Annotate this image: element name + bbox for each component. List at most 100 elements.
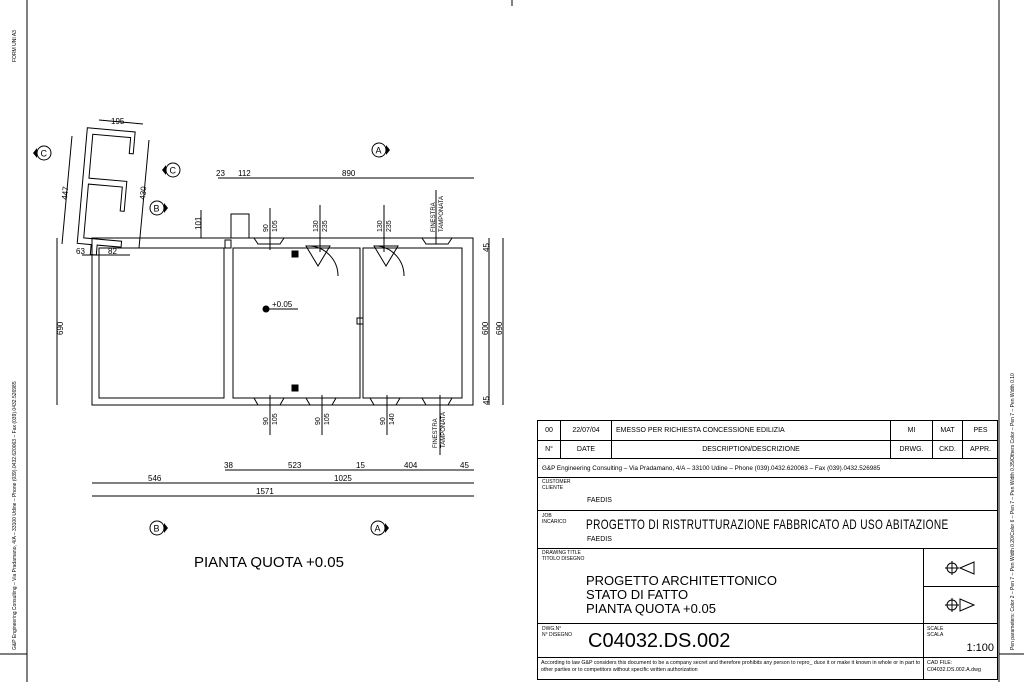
opening-label: 105 [272, 413, 279, 425]
dim-label: 63 [76, 247, 85, 256]
dim-label: 546 [148, 474, 162, 483]
projection-first-angle-icon [924, 549, 999, 587]
dim-label: 38 [224, 461, 233, 470]
dim-label: 404 [404, 461, 418, 470]
opening-label: 90 [380, 417, 387, 425]
opening-labels: 90 105 130 235 130 235 FINESTRA TAMPONAT… [263, 196, 447, 448]
header-ckd: CKD. [933, 441, 963, 458]
drawing-title-line: PROGETTO ARCHITETTONICO [586, 573, 777, 588]
dim-label: 447 [60, 185, 70, 200]
opening-label: TAMPONATA [439, 196, 445, 232]
opening-label: FINESTRA [433, 418, 439, 448]
drawing-title-label: DRAWING TITLE TITOLO DISEGNO [542, 550, 585, 562]
section-markers: A A B B C C [33, 142, 390, 536]
dim-label: 690 [495, 321, 504, 335]
dim-label: 23 [216, 169, 225, 178]
scale-cell: SCALE SCALA 1:100 [923, 624, 999, 657]
svg-text:B: B [154, 524, 160, 534]
svg-text:C: C [41, 149, 48, 159]
dwg-number-row: DWG.N° N° DISEGNO C04032.DS.002 SCALE SC… [538, 624, 997, 658]
plan-title: PIANTA QUOTA +0.05 [194, 554, 344, 571]
cad-file-cell: CAD FILE: C04032.DS.002.A.dwg [923, 658, 998, 679]
job-title: PROGETTO DI RISTRUTTURAZIONE FABBRICATO … [586, 516, 949, 532]
dim-label: 890 [342, 169, 356, 178]
opening-label: FINESTRA [431, 202, 437, 232]
dim-label: 45 [482, 396, 491, 405]
dim-label: 523 [288, 461, 302, 470]
cad-file-label: CAD FILE: [927, 660, 953, 666]
opening-label: 90 [263, 417, 270, 425]
dim-label: 430 [138, 185, 148, 200]
customer-value: FAEDIS [587, 497, 612, 504]
header-drwg: DRWG. [891, 441, 933, 458]
svg-text:A: A [376, 146, 382, 156]
section-marker-a-bottom: A [370, 520, 389, 536]
job-row: JOB INCARICO PROGETTO DI RISTRUTTURAZION… [538, 511, 997, 549]
dim-label: 195 [111, 117, 125, 126]
projection-third-angle-icon [924, 587, 999, 626]
cad-file-name: C04032.DS.002.A.dwg [927, 666, 981, 673]
dim-label: 82 [108, 247, 117, 256]
header-description: DESCRIPTION/DESCRIZIONE [612, 441, 891, 458]
dim-label: 101 [194, 216, 203, 230]
legal-notice: According to law G&P considers this docu… [541, 660, 921, 673]
opening-label: 105 [324, 413, 331, 425]
dim-label: 690 [56, 321, 65, 335]
header-appr: APPR. [969, 446, 991, 453]
customer-row: CUSTOMER CLIENTE FAEDIS [538, 478, 997, 511]
dim-label: 1025 [334, 474, 352, 483]
form-label: FORM UNI A3 [12, 30, 18, 62]
scale-label: SCALE SCALA [927, 626, 944, 638]
revision-description: EMESSO PER RICHIESTA CONCESSIONE EDILIZI… [612, 421, 891, 440]
projection-symbols [923, 549, 999, 623]
svg-text:B: B [154, 204, 160, 214]
job-subtitle: FAEDIS [587, 536, 612, 543]
drawing-title-lines: PROGETTO ARCHITETTONICO STATO DI FATTO P… [586, 574, 777, 616]
opening-label: 130 [377, 220, 384, 232]
opening-label: 105 [272, 220, 279, 232]
drawing-title-line: STATO DI FATTO [586, 587, 689, 602]
footer-row: According to law G&P considers this docu… [538, 658, 997, 679]
title-block: 00 22/07/04 EMESSO PER RICHIESTA CONCESS… [537, 420, 999, 680]
dim-label: 45 [460, 461, 469, 470]
dim-label: 1571 [256, 487, 274, 496]
dwg-number-label: DWG.N° N° DISEGNO [542, 626, 573, 638]
svg-text:A: A [375, 524, 381, 534]
scale-value: 1:100 [966, 642, 994, 654]
drawing-title-row: DRAWING TITLE TITOLO DISEGNO PROGETTO AR… [538, 549, 999, 624]
revision-number: 00 [538, 421, 561, 440]
opening-label: 90 [263, 224, 270, 232]
job-label: JOB INCARICO [542, 513, 567, 525]
left-margin-text: G&P Engineering Consulting – Via Pradama… [12, 381, 18, 650]
section-marker-c-right: C [162, 162, 181, 178]
company-line: G&P Engineering Consulting – Via Pradama… [538, 459, 997, 478]
revision-date: 22/07/04 [561, 421, 612, 440]
opening-label: 90 [315, 417, 322, 425]
floor-plan [56, 119, 504, 497]
opening-label: TAMPONATA [441, 412, 447, 448]
dim-label: 600 [481, 321, 490, 335]
revision-ckd: MAT [933, 421, 963, 440]
revision-row: 00 22/07/04 EMESSO PER RICHIESTA CONCESS… [538, 421, 997, 441]
dim-label: 15 [356, 461, 365, 470]
dimension-labels: 195 447 430 63 82 23 112 890 101 690 45 … [56, 117, 504, 496]
header-date: DATE [561, 441, 612, 458]
header-row: N° DATE DESCRIPTION/DESCRIZIONE DRWG. CK… [538, 441, 997, 459]
header-n: N° [538, 441, 561, 458]
section-marker-b-top: B [149, 200, 168, 216]
opening-label: 235 [322, 220, 329, 232]
section-marker-a-top: A [371, 142, 390, 158]
customer-label: CUSTOMER CLIENTE [542, 479, 571, 491]
pen-parameters-text: Pen parameters: Color 2 – Pen 7 – Pen Wi… [1010, 373, 1016, 650]
revision-drwg: MI [891, 421, 933, 440]
opening-label: 130 [313, 220, 320, 232]
drawing-title-line: PIANTA QUOTA +0.05 [586, 601, 716, 616]
dwg-number: C04032.DS.002 [588, 630, 731, 652]
opening-label: 140 [389, 413, 396, 425]
section-marker-b-bottom: B [149, 520, 168, 536]
dim-label: 112 [238, 169, 251, 178]
svg-text:C: C [170, 166, 177, 176]
opening-label: 235 [386, 220, 393, 232]
section-marker-c-left: C [33, 145, 52, 161]
